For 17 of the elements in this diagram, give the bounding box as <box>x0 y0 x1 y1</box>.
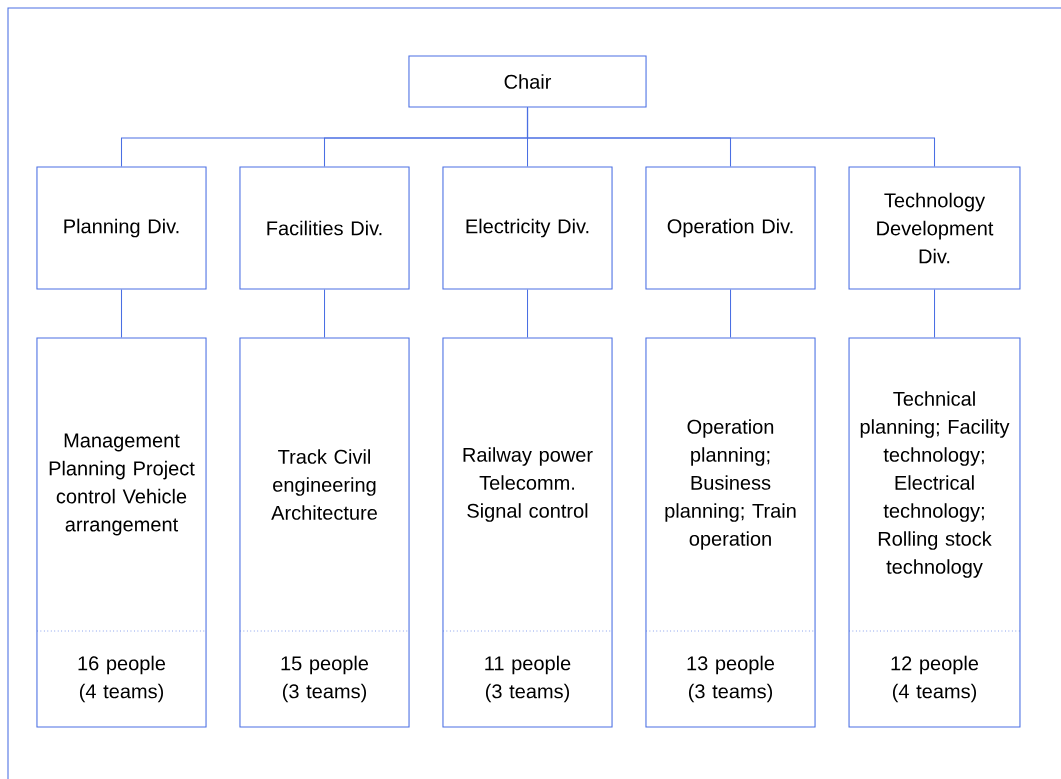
chair-box: Chair <box>408 55 647 108</box>
task-box: Track Civil engineering Architecture 15 people (3 teams) <box>239 337 410 728</box>
connector-line <box>323 289 326 338</box>
division-box: Electricity Div. <box>442 166 613 290</box>
connector-line <box>526 106 936 167</box>
connector-line <box>729 289 732 338</box>
connector-line <box>120 289 123 338</box>
task-box: Technical planning; Facility technology; Electrical technology; Rolling stock technology 12 people (4 teams) <box>848 337 1021 728</box>
connector-line <box>526 289 529 338</box>
task-box: Operation planning; Business planning; Train operation 13 people (3 teams) <box>645 337 816 728</box>
connector-line <box>933 289 936 338</box>
division-box: Planning Div. <box>36 166 207 290</box>
task-box: Management Planning Project control Vehicle arrangement 16 people (4 teams) <box>36 337 207 728</box>
division-box: Technology Development Div. <box>848 166 1021 290</box>
division-box: Facilities Div. <box>239 166 410 290</box>
task-box: Railway power Telecomm. Signal control 11 people (3 teams) <box>442 337 613 728</box>
division-box: Operation Div. <box>645 166 816 290</box>
